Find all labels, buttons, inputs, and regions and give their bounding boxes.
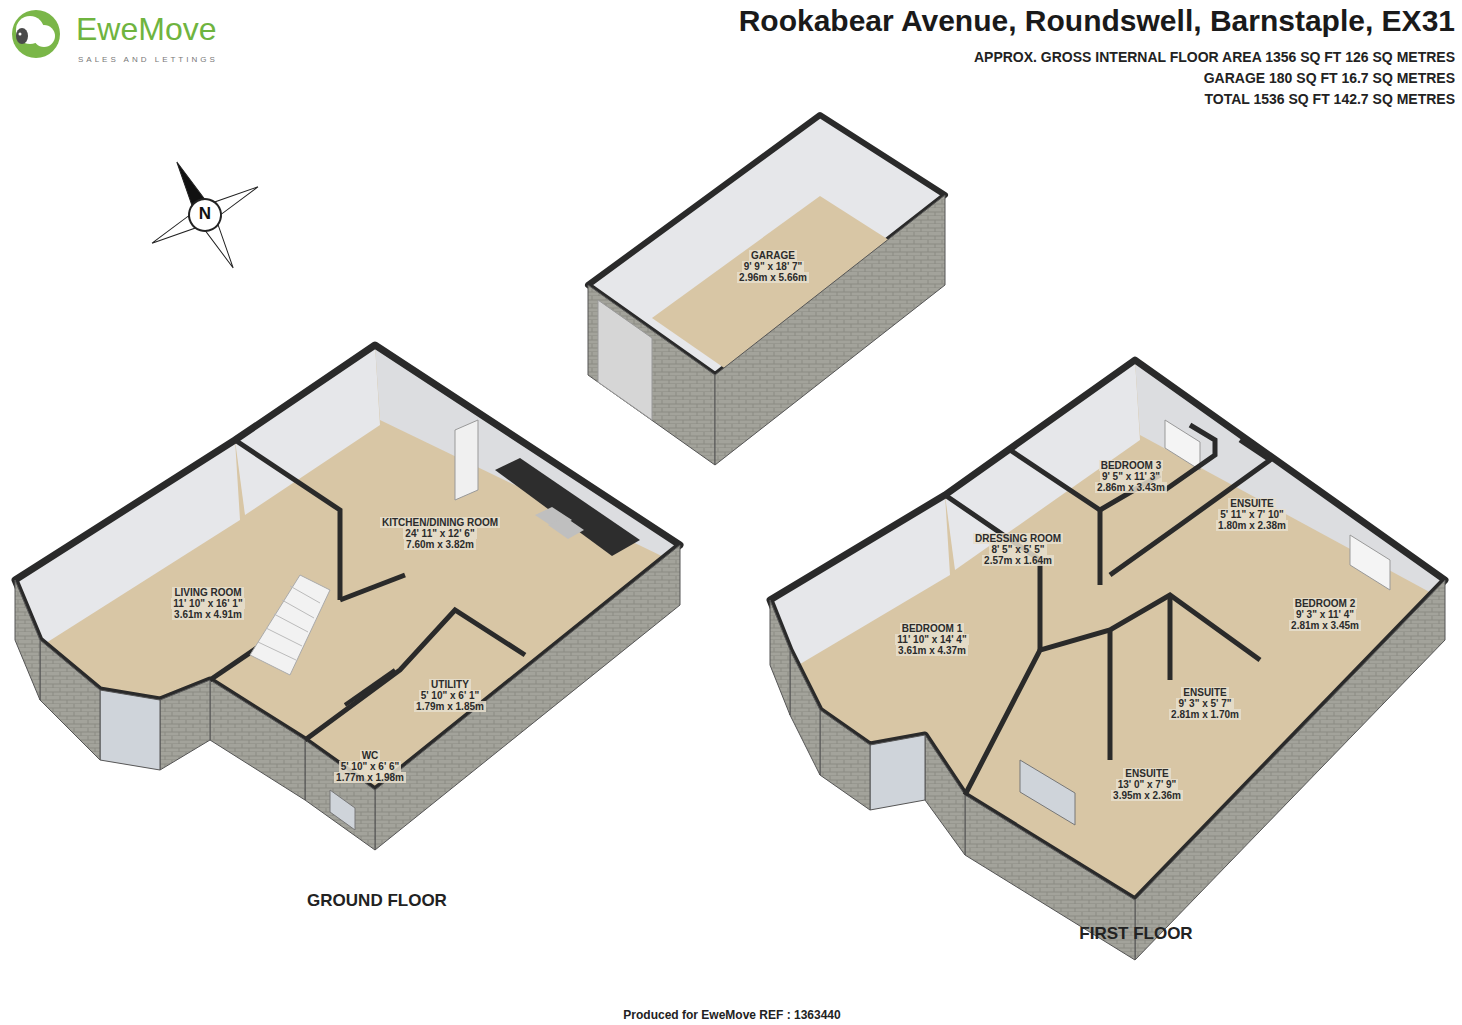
room-label: GARAGE (749, 250, 797, 261)
room-label: 9' 3" x 5' 7" (1176, 698, 1233, 709)
room-label: BEDROOM 1 (900, 623, 965, 634)
area-note: TOTAL 1536 SQ FT 142.7 SQ METRES (1204, 92, 1455, 107)
floor-name: FIRST FLOOR (1079, 925, 1192, 944)
area-note: GARAGE 180 SQ FT 16.7 SQ METRES (1204, 71, 1455, 86)
room-label: 11' 10" x 16' 1" (171, 598, 244, 609)
logo-sheep (12, 10, 60, 58)
room-label: 13' 0" x 7' 9" (1116, 779, 1179, 790)
room-label: KITCHEN/DINING ROOM (380, 517, 500, 528)
room-label: ENSUITE (1181, 687, 1228, 698)
room-label: 2.86m x 3.43m (1095, 482, 1167, 493)
room-label: 9' 3" x 11' 4" (1294, 609, 1356, 620)
page-title: Rookabear Avenue, Roundswell, Barnstaple… (739, 4, 1455, 37)
logo-text: SALES AND LETTINGS (78, 56, 218, 65)
ground-floor-drawing (15, 345, 680, 850)
garage-drawing (588, 115, 945, 465)
room-label: BEDROOM 2 (1293, 598, 1358, 609)
room-label: 5' 10" x 6' 6" (339, 761, 402, 772)
room-label: ENSUITE (1123, 768, 1170, 779)
floor-name: GROUND FLOOR (307, 892, 447, 911)
room-label: 1.80m x 2.38m (1216, 520, 1288, 531)
room-label: 2.96m x 5.66m (737, 272, 809, 283)
room-label: 11' 10" x 14' 4" (895, 634, 968, 645)
logo-text: EweMove (76, 12, 217, 47)
first-floor-drawing (770, 360, 1445, 960)
room-label: 7.60m x 3.82m (404, 539, 476, 550)
room-label: 2.57m x 1.64m (982, 555, 1054, 566)
room-label: 1.77m x 1.98m (334, 772, 406, 783)
room-label: 5' 10" x 6' 1" (419, 690, 482, 701)
room-label: 3.95m x 2.36m (1111, 790, 1183, 801)
room-label: 2.81m x 3.45m (1289, 620, 1361, 631)
room-label: 2.81m x 1.70m (1169, 709, 1241, 720)
footer-note: Produced for EweMove REF : 1363440 (623, 1009, 840, 1022)
room-label: 9' 9" x 18' 7" (742, 261, 805, 272)
room-label: 24' 11" x 12' 6" (403, 528, 476, 539)
room-label: UTILITY (429, 679, 471, 690)
room-label: LIVING ROOM (172, 587, 243, 598)
compass-letter: N (199, 205, 211, 224)
area-note: APPROX. GROSS INTERNAL FLOOR AREA 1356 S… (974, 50, 1455, 65)
room-label: 9' 5" x 11' 3" (1100, 471, 1162, 482)
room-label: 3.61m x 4.37m (896, 645, 968, 656)
room-label: 1.79m x 1.85m (414, 701, 486, 712)
room-label: 3.61m x 4.91m (172, 609, 244, 620)
room-label: WC (360, 750, 381, 761)
room-label: DRESSING ROOM (973, 533, 1063, 544)
room-label: 5' 11" x 7' 10" (1218, 509, 1286, 520)
room-label: ENSUITE (1228, 498, 1275, 509)
room-label: 8' 5" x 5' 5" (989, 544, 1046, 555)
room-label: BEDROOM 3 (1099, 460, 1164, 471)
compass (124, 134, 286, 296)
